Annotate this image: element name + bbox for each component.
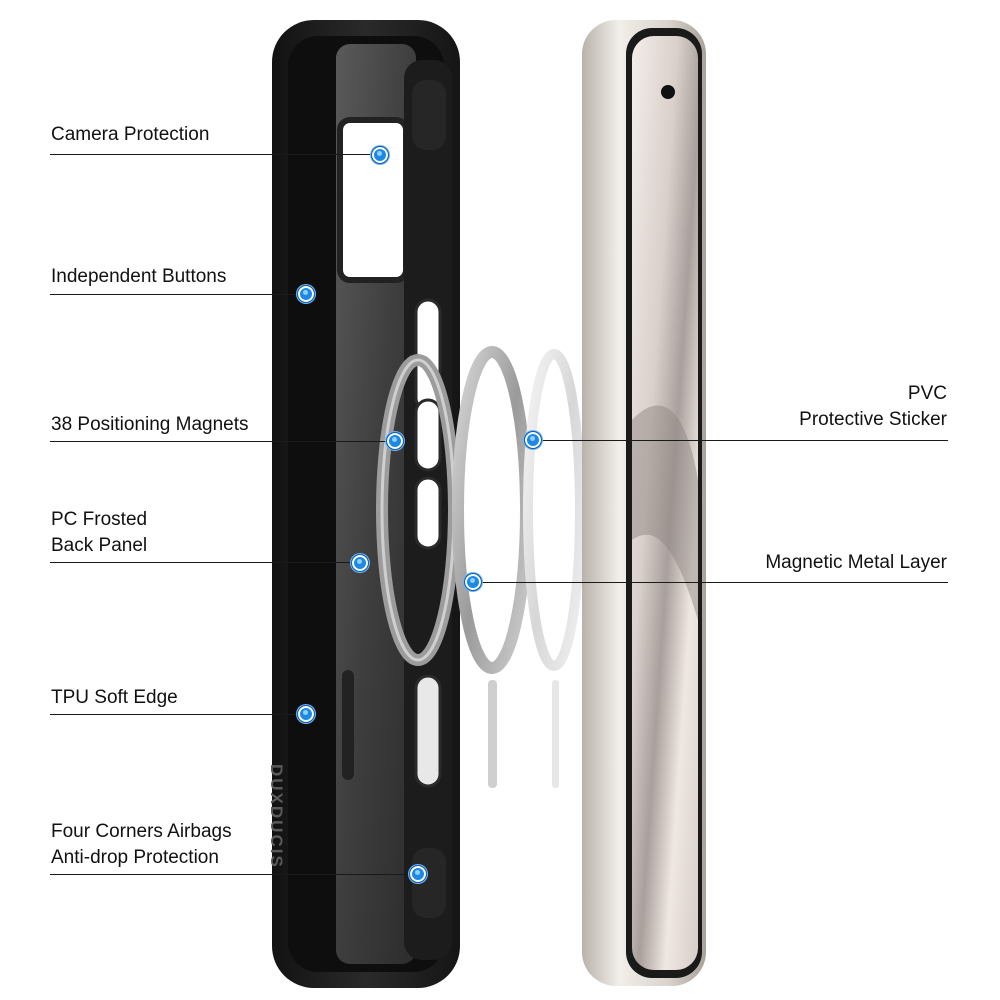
callout-marker	[297, 705, 315, 723]
callout-marker	[371, 146, 389, 164]
leader-line	[50, 294, 306, 295]
callout-positioning-magnets: 38 Positioning Magnets	[51, 414, 249, 435]
leader-line	[50, 562, 360, 563]
callout-marker	[351, 554, 369, 572]
callout-marker	[464, 573, 482, 591]
leader-line	[50, 874, 418, 875]
metal-strip	[488, 680, 497, 788]
callout-independent-buttons: Independent Buttons	[51, 266, 227, 287]
corner-airbag	[412, 80, 446, 150]
leader-line	[533, 440, 948, 441]
callout-marker	[524, 431, 542, 449]
button-cutout	[414, 674, 442, 788]
callout-marker	[297, 285, 315, 303]
callout-tpu-soft-edge: TPU Soft Edge	[51, 687, 178, 708]
callout-pc-frosted-back-panel: PC Frosted Back Panel	[51, 509, 148, 556]
callout-four-corners-airbags: Four Corners Airbags Anti-drop Protectio…	[51, 821, 232, 868]
front-camera	[661, 85, 675, 99]
button-cutout	[414, 398, 442, 472]
leader-line	[50, 154, 380, 155]
camera-cutout	[340, 120, 406, 280]
pvc-sticker-ring	[523, 349, 585, 671]
magnetic-metal-ring	[452, 346, 532, 674]
callout-marker	[409, 865, 427, 883]
callout-camera-protection: Camera Protection	[51, 124, 210, 145]
callout-magnetic-metal-layer: Magnetic Metal Layer	[765, 552, 947, 573]
phone-case	[272, 20, 460, 988]
leader-line	[473, 582, 948, 583]
phone	[582, 20, 706, 986]
brand-logo-text: DUXDUCIS	[267, 764, 286, 869]
button-cutout	[414, 476, 442, 550]
callout-marker	[386, 432, 404, 450]
sticker-strip	[552, 680, 559, 788]
leader-line	[50, 441, 395, 442]
callout-pvc-protective-sticker: PVC Protective Sticker	[799, 383, 947, 430]
corner-airbag	[412, 848, 446, 918]
leader-line	[50, 714, 306, 715]
